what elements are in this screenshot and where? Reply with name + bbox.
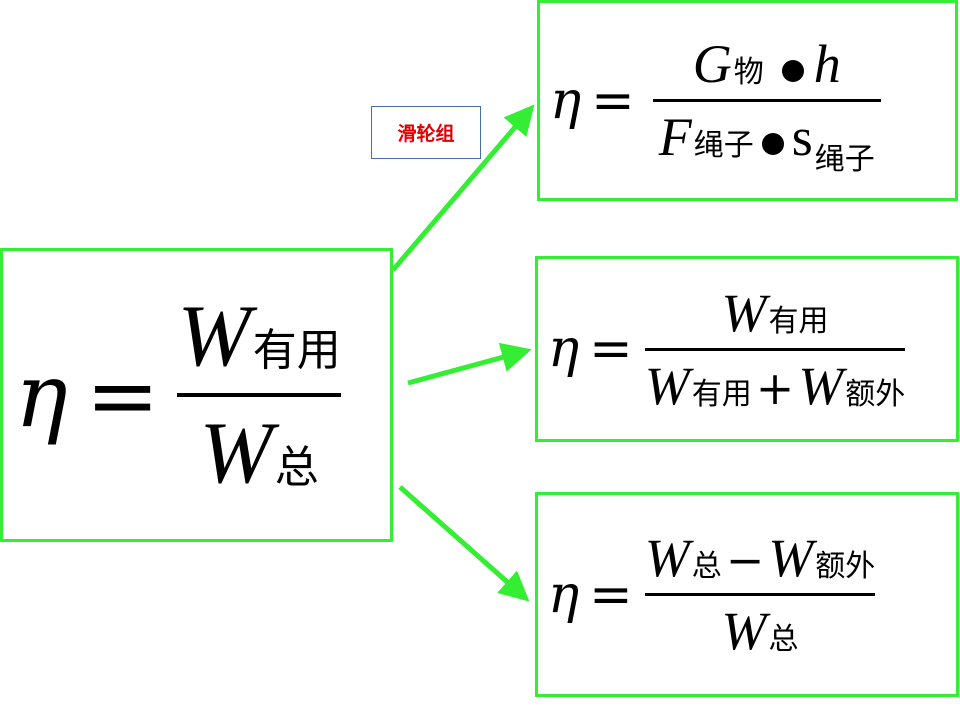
useful-over-sum-fraction: W 有用 W 有用 + W 额外 (644, 282, 906, 417)
sub-rope: 绳子 (693, 128, 754, 163)
arrow-to-total-minus-formula (398, 485, 530, 602)
eta-symbol: η (548, 319, 580, 379)
numerator: W 总 − W 额外 (645, 527, 876, 589)
var-w: W (798, 355, 844, 416)
sub-useful: 有用 (252, 325, 341, 376)
multiply-dot (781, 60, 804, 82)
pulley-fraction: G 物 h F 绳子 s 绳子 (652, 33, 881, 177)
sub-useful: 有用 (691, 376, 752, 412)
var-w: W (644, 528, 690, 588)
var-s: s (791, 107, 813, 167)
denominator: W 有用 + W 额外 (645, 355, 906, 417)
var-h: h (813, 34, 841, 94)
pulley-formula-box: η = G 物 h F 绳子 s 绳子 (537, 0, 958, 201)
numerator: G 物 h (653, 33, 881, 95)
equals-sign: = (589, 319, 633, 379)
equals-sign: = (589, 564, 633, 625)
denominator: F 绳子 s 绳子 (658, 106, 875, 177)
var-w: W (721, 282, 767, 343)
denominator: W 总 (199, 403, 318, 504)
sub-total: 总 (768, 622, 799, 657)
sub-object: 物 (733, 55, 764, 90)
denominator: W 总 (722, 600, 799, 662)
arrow-to-pulley-formula (391, 104, 535, 272)
main-formula: η = W 有用 W 总 (15, 251, 341, 539)
numerator: W 有用 (722, 282, 829, 344)
var-w: W (721, 601, 767, 661)
sub-extra: 额外 (845, 376, 906, 412)
eta-symbol: η (15, 343, 68, 447)
sub-rope: 绳子 (814, 142, 875, 177)
sub-total: 总 (691, 549, 722, 584)
minus-sign: − (725, 533, 765, 587)
sub-useful: 有用 (768, 303, 829, 339)
main-fraction: W 有用 W 总 (177, 286, 341, 504)
pulley-label-text: 滑轮组 (397, 123, 455, 145)
fraction-bar (652, 99, 881, 102)
var-f: F (658, 107, 692, 167)
eta-symbol: η (548, 564, 580, 625)
total-minus-extra-fraction: W 总 − W 额外 W 总 (644, 527, 876, 662)
fraction-bar (177, 393, 341, 397)
var-w: W (177, 288, 251, 385)
pulley-label: 滑轮组 (371, 106, 481, 159)
main-formula-box: η = W 有用 W 总 (0, 248, 393, 542)
useful-over-sum-formula: η = W 有用 W 有用 + W 额外 (548, 259, 906, 439)
sub-extra: 额外 (815, 549, 876, 584)
arrow-to-work-sum-formula (407, 342, 532, 386)
pulley-formula: η = G 物 h F 绳子 s 绳子 (550, 3, 881, 198)
plus-sign: + (755, 360, 795, 415)
total-minus-extra-formula-box: η = W 总 − W 额外 W 总 (535, 492, 959, 697)
multiply-dot (761, 133, 784, 155)
numerator: W 有用 (177, 286, 340, 387)
var-w: W (644, 355, 690, 416)
useful-over-sum-formula-box: η = W 有用 W 有用 + W 额外 (535, 256, 959, 442)
sub-total: 总 (274, 442, 319, 493)
equals-sign: = (591, 70, 635, 131)
equals-sign: = (85, 343, 160, 447)
var-g: G (692, 34, 732, 94)
total-minus-extra-formula: η = W 总 − W 额外 W 总 (548, 495, 876, 694)
var-w: W (199, 405, 273, 502)
fraction-bar (644, 347, 906, 351)
var-w: W (768, 528, 814, 588)
fraction-bar (644, 593, 876, 596)
eta-symbol: η (550, 70, 582, 131)
